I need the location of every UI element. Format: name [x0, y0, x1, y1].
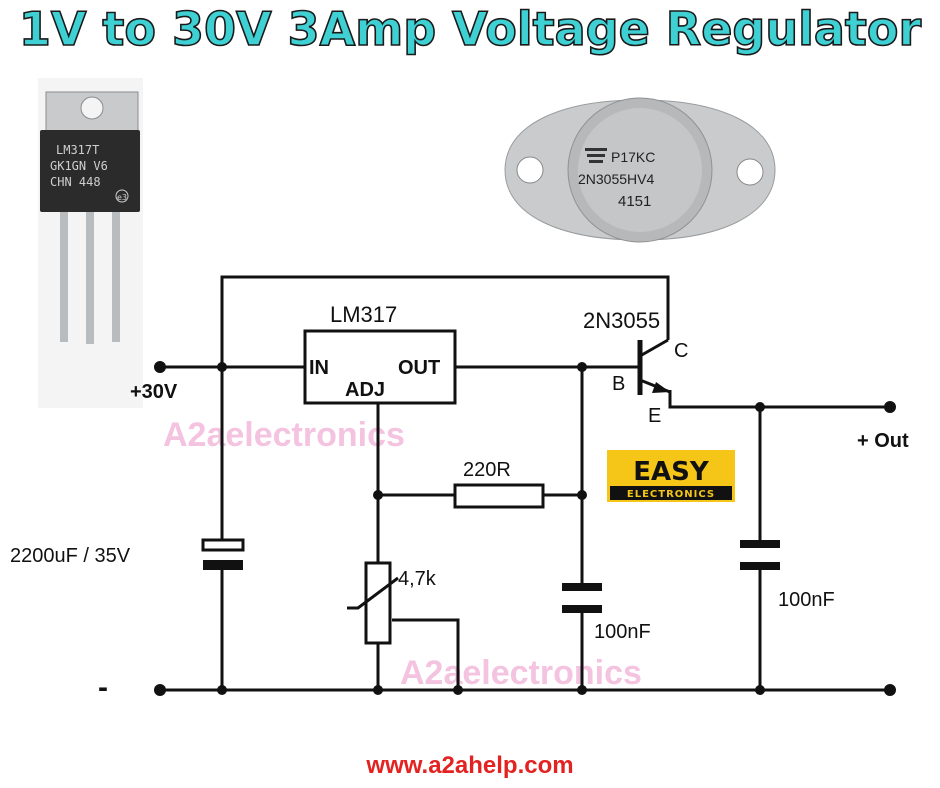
input-cap-label: 2200uF / 35V [10, 545, 131, 567]
2n3055-photo-line3: 4151 [618, 193, 651, 210]
resistor-label: 220R [463, 459, 511, 481]
lm317-pin-out: OUT [398, 357, 440, 379]
2n3055-photo-line1: P17KC [611, 149, 655, 165]
lm317-label: LM317 [330, 302, 397, 327]
transistor-pin-c: C [674, 340, 688, 362]
lm317-photo-line1: LM317T [56, 143, 99, 157]
resistor [453, 483, 545, 509]
mid-cap-label: 100nF [594, 621, 651, 643]
logo-line1: EASY [633, 457, 710, 487]
lm317-photo-line3: CHN 448 [50, 175, 101, 189]
2n3055-photo-line2: 2N3055HV4 [578, 171, 654, 187]
footer-url[interactable]: www.a2ahelp.com [366, 752, 574, 779]
ground-label: - [98, 671, 108, 704]
output-label: + Out [857, 430, 909, 452]
wires [160, 275, 890, 692]
watermark-top: A2aelectronics [163, 416, 405, 454]
easy-electronics-logo: EASY ELECTRONICS [607, 450, 735, 502]
logo-line2: ELECTRONICS [627, 489, 715, 500]
lm317-pin-adj: ADJ [345, 379, 385, 401]
junctions [154, 361, 896, 696]
transistor-pin-e: E [648, 405, 661, 427]
page-title: 1V to 30V 3Amp Voltage Regulator [18, 1, 922, 57]
transistor-label: 2N3055 [583, 308, 660, 333]
input-capacitor [201, 538, 245, 570]
input-voltage-label: +30V [130, 381, 178, 403]
lm317-photo-line2: GK1GN V6 [50, 159, 108, 173]
potentiometer [347, 561, 399, 645]
output-capacitor [740, 540, 780, 570]
lm317-photo: LM317T GK1GN V6 CHN 448 e3 [38, 78, 143, 408]
lm317-photo-logo: e3 [117, 193, 127, 202]
lm317-block [303, 329, 457, 405]
transistor-pin-b: B [612, 373, 625, 395]
lm317-pin-in: IN [309, 357, 329, 379]
2n3055-photo: P17KC 2N3055HV4 4151 [504, 97, 776, 243]
mid-capacitor [562, 583, 602, 613]
pot-label: 4,7k [398, 568, 437, 590]
output-cap-label: 100nF [778, 589, 835, 611]
watermark-bottom: A2aelectronics [400, 654, 642, 692]
emitter-arrow [652, 382, 670, 393]
